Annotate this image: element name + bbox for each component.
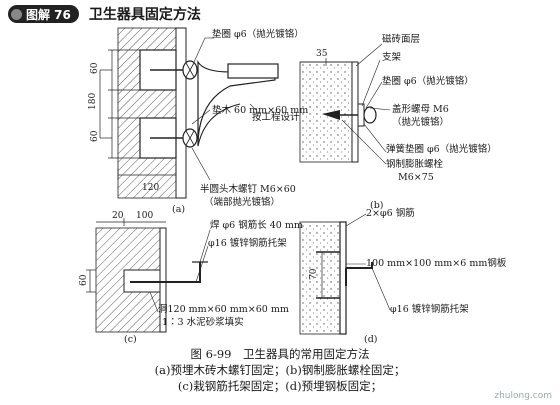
- badge-circle-icon: [11, 8, 22, 20]
- tag-a: (a): [172, 204, 185, 215]
- figure-badge: 图解 76: [8, 5, 79, 23]
- label-c-hole-2: 1∶3 水泥砂浆填实: [162, 316, 244, 328]
- leaders-a: [191, 37, 257, 181]
- tag-d: (d): [364, 334, 378, 345]
- label-c-bracket: φ16 镀锌钢筋托架: [208, 237, 287, 249]
- fixture-outline-a: [197, 59, 276, 147]
- badge-text: 图解 76: [26, 7, 71, 22]
- label-b-pad: 垫圈 φ6（抛光镀铬）: [382, 75, 474, 87]
- dim-b-35: 35: [316, 49, 328, 59]
- screw-bottom: [150, 128, 198, 148]
- panel-d: 70 2×φ6 钢筋 100 mm×100 mm×6 mm钢板 φ16 镀锌钢筋…: [299, 207, 507, 345]
- label-a-pad: 垫圈 φ6（抛光镀铬）: [212, 28, 304, 40]
- panel-a: 垫圈 φ6（抛光镀铬） 垫木 60 mm×60 mm 按工程设计 半圆头木螺钉 …: [88, 27, 308, 215]
- bracket-bar-c: [130, 262, 201, 283]
- label-b-nut-1: 盖形螺母 M6: [392, 103, 449, 115]
- label-b-tile: 磁砖面层: [382, 33, 420, 45]
- dim-c-60: 60: [79, 274, 89, 286]
- panel-b: 35 磁砖面层 支架 垫圈 φ6（抛光镀铬） 盖形螺母 M6 （抛光镀铬） 弹簧…: [299, 33, 497, 211]
- caption-line-2: (a)预埋木砖木螺钉固定；(b)钢制膨胀螺栓固定；: [154, 363, 406, 377]
- dim-a-bot: 60: [90, 130, 100, 142]
- watermark: zhulong.com: [494, 391, 552, 401]
- fixture-arm-a: [227, 63, 279, 79]
- tile-layer-b: [351, 61, 359, 163]
- tag-c: (c): [124, 334, 137, 345]
- label-b-spring: 弹簧垫圈 φ6（抛光镀铬）: [386, 143, 497, 155]
- dim-a-width: 120: [142, 183, 159, 193]
- panel-c: 20 100 60 焊 φ6 钢筋长 40 mm φ16 镀锌钢筋托架 洞120…: [79, 211, 303, 345]
- page-title: 卫生器具固定方法: [88, 7, 201, 23]
- dim-c-100: 100: [136, 211, 153, 221]
- caption-line-1: 图 6-99 卫生器具的常用固定方法: [190, 347, 370, 361]
- label-c-weld: 焊 φ6 钢筋长 40 mm: [210, 219, 303, 231]
- label-b-nut-2: （抛光镀铬）: [392, 116, 449, 128]
- wall-finish-a: [175, 27, 187, 199]
- label-a-design: 按工程设计: [252, 111, 300, 123]
- page-header: 图解 76 卫生器具固定方法: [8, 4, 201, 24]
- dim-a-mid: 180: [88, 93, 98, 110]
- caption-line-3: (c)栽钢筋托架固定；(d)预埋钢板固定；: [177, 379, 383, 393]
- label-b-bolt-1: 钢制膨胀螺栓: [386, 158, 444, 170]
- wall-d: [299, 221, 341, 335]
- anchor-bolt-b: [322, 103, 377, 127]
- dimensions-a: [99, 49, 177, 180]
- leaders-b: [341, 43, 391, 165]
- screw-top: [150, 60, 198, 80]
- label-a-screw-1: 半圆头木螺钉 M6×60: [200, 183, 296, 195]
- dim-a-top: 60: [90, 62, 100, 74]
- figure-caption: 图 6-99 卫生器具的常用固定方法 (a)预埋木砖木螺钉固定；(b)钢制膨胀螺…: [0, 346, 560, 394]
- dim-d-70: 70: [309, 268, 319, 280]
- label-b-bracket: 支架: [382, 51, 402, 63]
- label-d-bars: 2×φ6 钢筋: [366, 207, 415, 219]
- label-d-plate: 100 mm×100 mm×6 mm钢板: [366, 257, 507, 269]
- label-a-screw-2: （端部抛光镀铬）: [204, 196, 280, 208]
- wall-b: [299, 61, 353, 163]
- tag-b: (b): [370, 200, 384, 211]
- label-a-block: 垫木 60 mm×60 mm: [212, 104, 308, 116]
- label-b-bolt-2: M6×75: [398, 172, 434, 183]
- label-d-bracket: φ16 镀锌钢筋托架: [390, 303, 469, 315]
- dim-c-20: 20: [112, 211, 124, 221]
- label-c-hole-1: 洞120 mm×60 mm×60 mm: [158, 304, 289, 315]
